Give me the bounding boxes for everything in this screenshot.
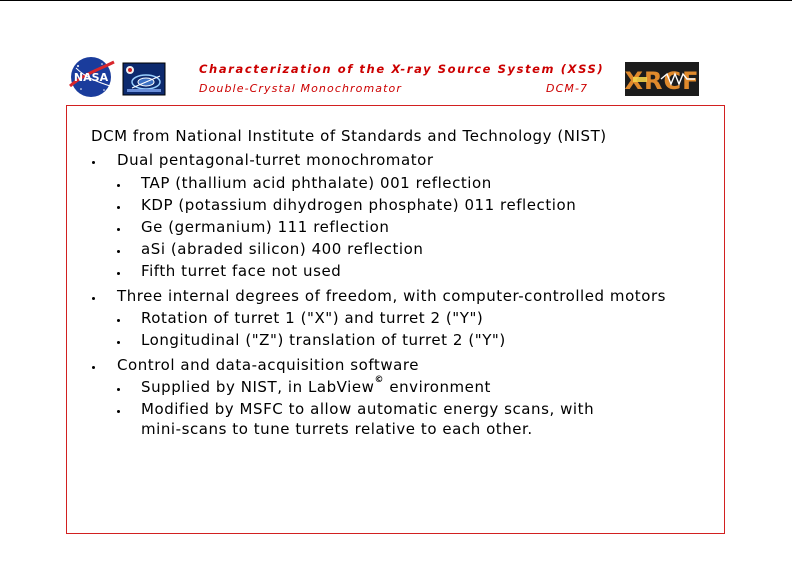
bullet-dot [92,161,95,164]
copyright-mark: © [374,375,385,385]
sub-bullet-1-2: KDP (potassium dihydrogen phosphate) 011… [141,196,577,214]
xrcf-logo: XRCF [625,62,699,96]
sub-bullet-3-2: Modified by MSFC to allow automatic ener… [141,400,595,418]
sub-bullet-1-5: Fifth turret face not used [141,262,342,280]
sub-bullet-dot [117,184,120,187]
sub-bullet-dot [117,228,120,231]
header-code: DCM-7 [546,82,589,95]
bullet-2-text: Three internal degrees of freedom, with … [117,287,667,305]
sub-bullet-1-3: Ge (germanium) 111 reflection [141,218,390,236]
sub-bullet-3-1: Supplied by NIST, in LabView© environmen… [141,375,491,396]
sub-bullet-dot [117,319,120,322]
bullet-dot [92,366,95,369]
sub-bullet-dot [117,250,120,253]
nasa-logo-text: NASA [74,71,109,84]
header-title: Characterization of the X-ray Source Sys… [199,62,605,76]
mission-patch-logo [122,62,166,96]
sub-bullet-dot [117,388,120,391]
sub-bullet-3-1-suffix: environment [384,378,491,396]
top-rule [0,0,792,1]
sub-bullet-1-4: aSi (abraded silicon) 400 reflection [141,240,424,258]
bullet-dot [92,297,95,300]
intro-text: DCM from National Institute of Standards… [91,127,607,145]
sub-bullet-2-1: Rotation of turret 1 ("X") and turret 2 … [141,309,484,327]
header-subtitle: Double-Crystal Monochromator [199,82,403,95]
sub-bullet-dot [117,410,120,413]
sub-bullet-dot [117,206,120,209]
sub-bullet-2-2: Longitudinal ("Z") translation of turret… [141,331,506,349]
sub-bullet-dot [117,272,120,275]
content-box [66,105,725,534]
sub-bullet-1-1: TAP (thallium acid phthalate) 001 reflec… [141,174,492,192]
sub-bullet-dot [117,341,120,344]
sub-bullet-3-2-continued: mini-scans to tune turrets relative to e… [141,420,533,438]
bullet-1-text: Dual pentagonal-turret monochromator [117,151,434,169]
bullet-3-text: Control and data-acquisition software [117,356,420,374]
nasa-logo: NASA [69,57,115,97]
sub-bullet-3-1-text: Supplied by NIST, in LabView [141,378,375,396]
